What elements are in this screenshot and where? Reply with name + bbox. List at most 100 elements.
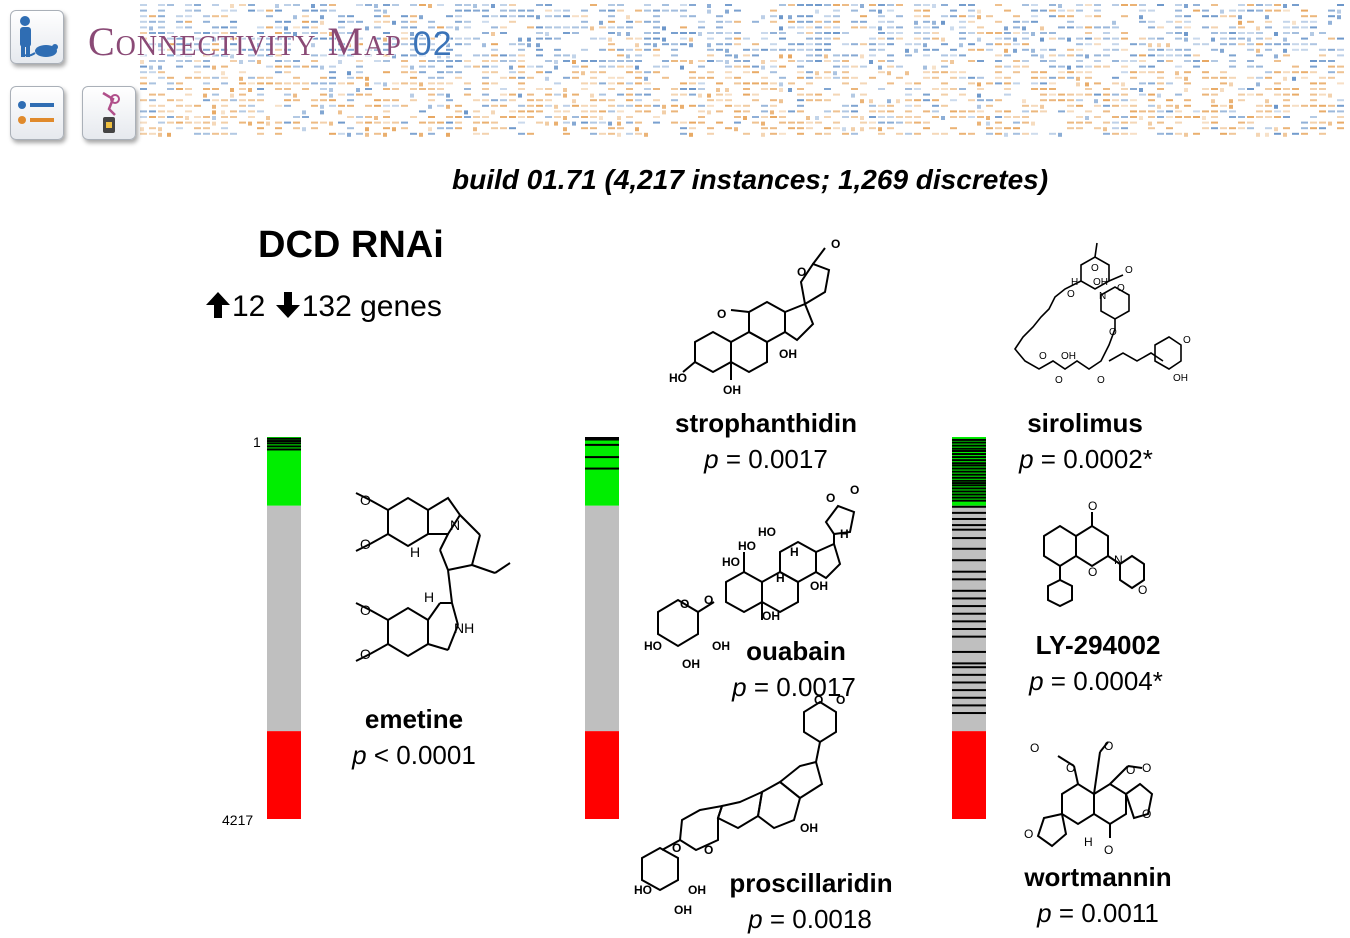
molecule-button[interactable]: [82, 86, 136, 140]
emetine-rank-bar: [267, 437, 301, 819]
banner-dash: [761, 37, 768, 40]
banner-dash: [1274, 71, 1281, 74]
banner-dash: [302, 9, 309, 12]
banner-dash: [437, 26, 444, 29]
banner-dash: [275, 132, 282, 135]
banner-dash: [833, 20, 840, 23]
banner-dash: [158, 132, 162, 137]
banner-dash: [1238, 88, 1245, 90]
banner-dash: [806, 15, 813, 18]
banner-dash: [365, 76, 369, 81]
banner-dash: [392, 20, 396, 25]
banner-dash: [851, 26, 858, 29]
sirolimus-atom-n: N: [1099, 291, 1106, 302]
compound-name-proscillaridin: proscillaridin: [729, 868, 893, 898]
banner-dash: [626, 20, 633, 23]
banner-dash: [599, 65, 606, 68]
p-symbol: p: [1019, 444, 1034, 474]
banner-dash: [770, 71, 777, 74]
banner-dash: [599, 20, 603, 25]
banner-dash: [185, 43, 192, 46]
banner-dash: [905, 110, 912, 113]
banner-dash: [923, 37, 930, 40]
banner-dash: [950, 60, 954, 64]
banner-dash: [140, 132, 147, 135]
banner-dash: [860, 4, 864, 8]
banner-dash: [1004, 132, 1008, 137]
banner-dash: [698, 60, 705, 62]
ouabain-atom-ho4: HO: [644, 639, 662, 653]
banner-dash: [572, 71, 579, 74]
banner-dash: [374, 9, 381, 12]
wortmannin-atom-o2: O: [1066, 761, 1075, 775]
banner-dash: [1274, 9, 1281, 12]
banner-dash: [635, 121, 642, 124]
banner-dash: [581, 104, 588, 107]
banner-dash: [752, 82, 759, 85]
p-operator: =: [746, 672, 777, 702]
banner-dash: [239, 76, 243, 81]
banner-dash: [500, 54, 507, 57]
banner-dash: [194, 121, 201, 124]
banner-dash: [212, 121, 216, 126]
banner-dash: [563, 26, 570, 29]
banner-dash: [1130, 71, 1137, 74]
banner-dash: [599, 116, 603, 120]
banner-dash: [896, 15, 903, 18]
banner-dash: [383, 82, 387, 87]
banner-dash: [968, 4, 975, 6]
banner-dash: [968, 76, 975, 79]
banner-dash: [1319, 104, 1326, 107]
banner-dash: [302, 32, 309, 34]
banner-dash: [527, 65, 534, 68]
banner-dash: [653, 15, 660, 18]
banner-dash: [635, 82, 642, 85]
sirolimus-atom-h: H: [1071, 277, 1078, 288]
banner-dash: [1058, 99, 1065, 102]
banner-dash: [356, 37, 363, 40]
banner-dash: [185, 93, 192, 96]
banner-dash: [959, 71, 966, 74]
banner-dash: [626, 132, 633, 135]
banner-dash: [797, 4, 804, 6]
banner-dash: [617, 76, 624, 79]
banner-dash: [626, 121, 633, 124]
banner-dash: [203, 32, 210, 34]
list-button[interactable]: [10, 86, 64, 140]
banner-dash: [617, 82, 624, 85]
compound-name-strophanthidin: strophanthidin: [675, 408, 857, 438]
banner-dash: [581, 71, 585, 76]
banner-dash: [1211, 4, 1218, 6]
banner-dash: [860, 93, 867, 96]
banner-dash: [878, 4, 885, 6]
banner-dash: [833, 54, 840, 57]
banner-dash: [1247, 88, 1254, 90]
banner-dash: [1175, 9, 1182, 12]
banner-dash: [221, 48, 228, 51]
banner-dash: [383, 54, 390, 57]
banner-dash: [716, 99, 723, 102]
banner-dash: [437, 121, 444, 124]
hit-line: [952, 605, 986, 608]
hit-line: [585, 443, 619, 446]
banner-dash: [446, 65, 453, 68]
hit-line: [267, 445, 301, 448]
banner-dash: [1040, 48, 1047, 51]
banner-dash: [1157, 110, 1164, 113]
banner-dash: [365, 26, 369, 31]
banner-dash: [626, 71, 633, 74]
banner-dash: [437, 60, 444, 62]
banner-dash: [1166, 99, 1173, 102]
sirolimus-atom-oh1: OH: [1093, 277, 1108, 288]
banner-dash: [1283, 37, 1287, 42]
banner-dash: [680, 37, 687, 40]
people-mouse-button[interactable]: [10, 10, 64, 64]
banner-dash: [455, 15, 462, 18]
banner-dash: [1184, 132, 1188, 137]
banner-dash: [923, 99, 930, 102]
banner-dash: [1076, 48, 1083, 51]
banner-dash: [140, 54, 147, 57]
banner-dash: [518, 76, 525, 79]
banner-dash: [1211, 76, 1218, 79]
banner-dash: [338, 60, 342, 64]
